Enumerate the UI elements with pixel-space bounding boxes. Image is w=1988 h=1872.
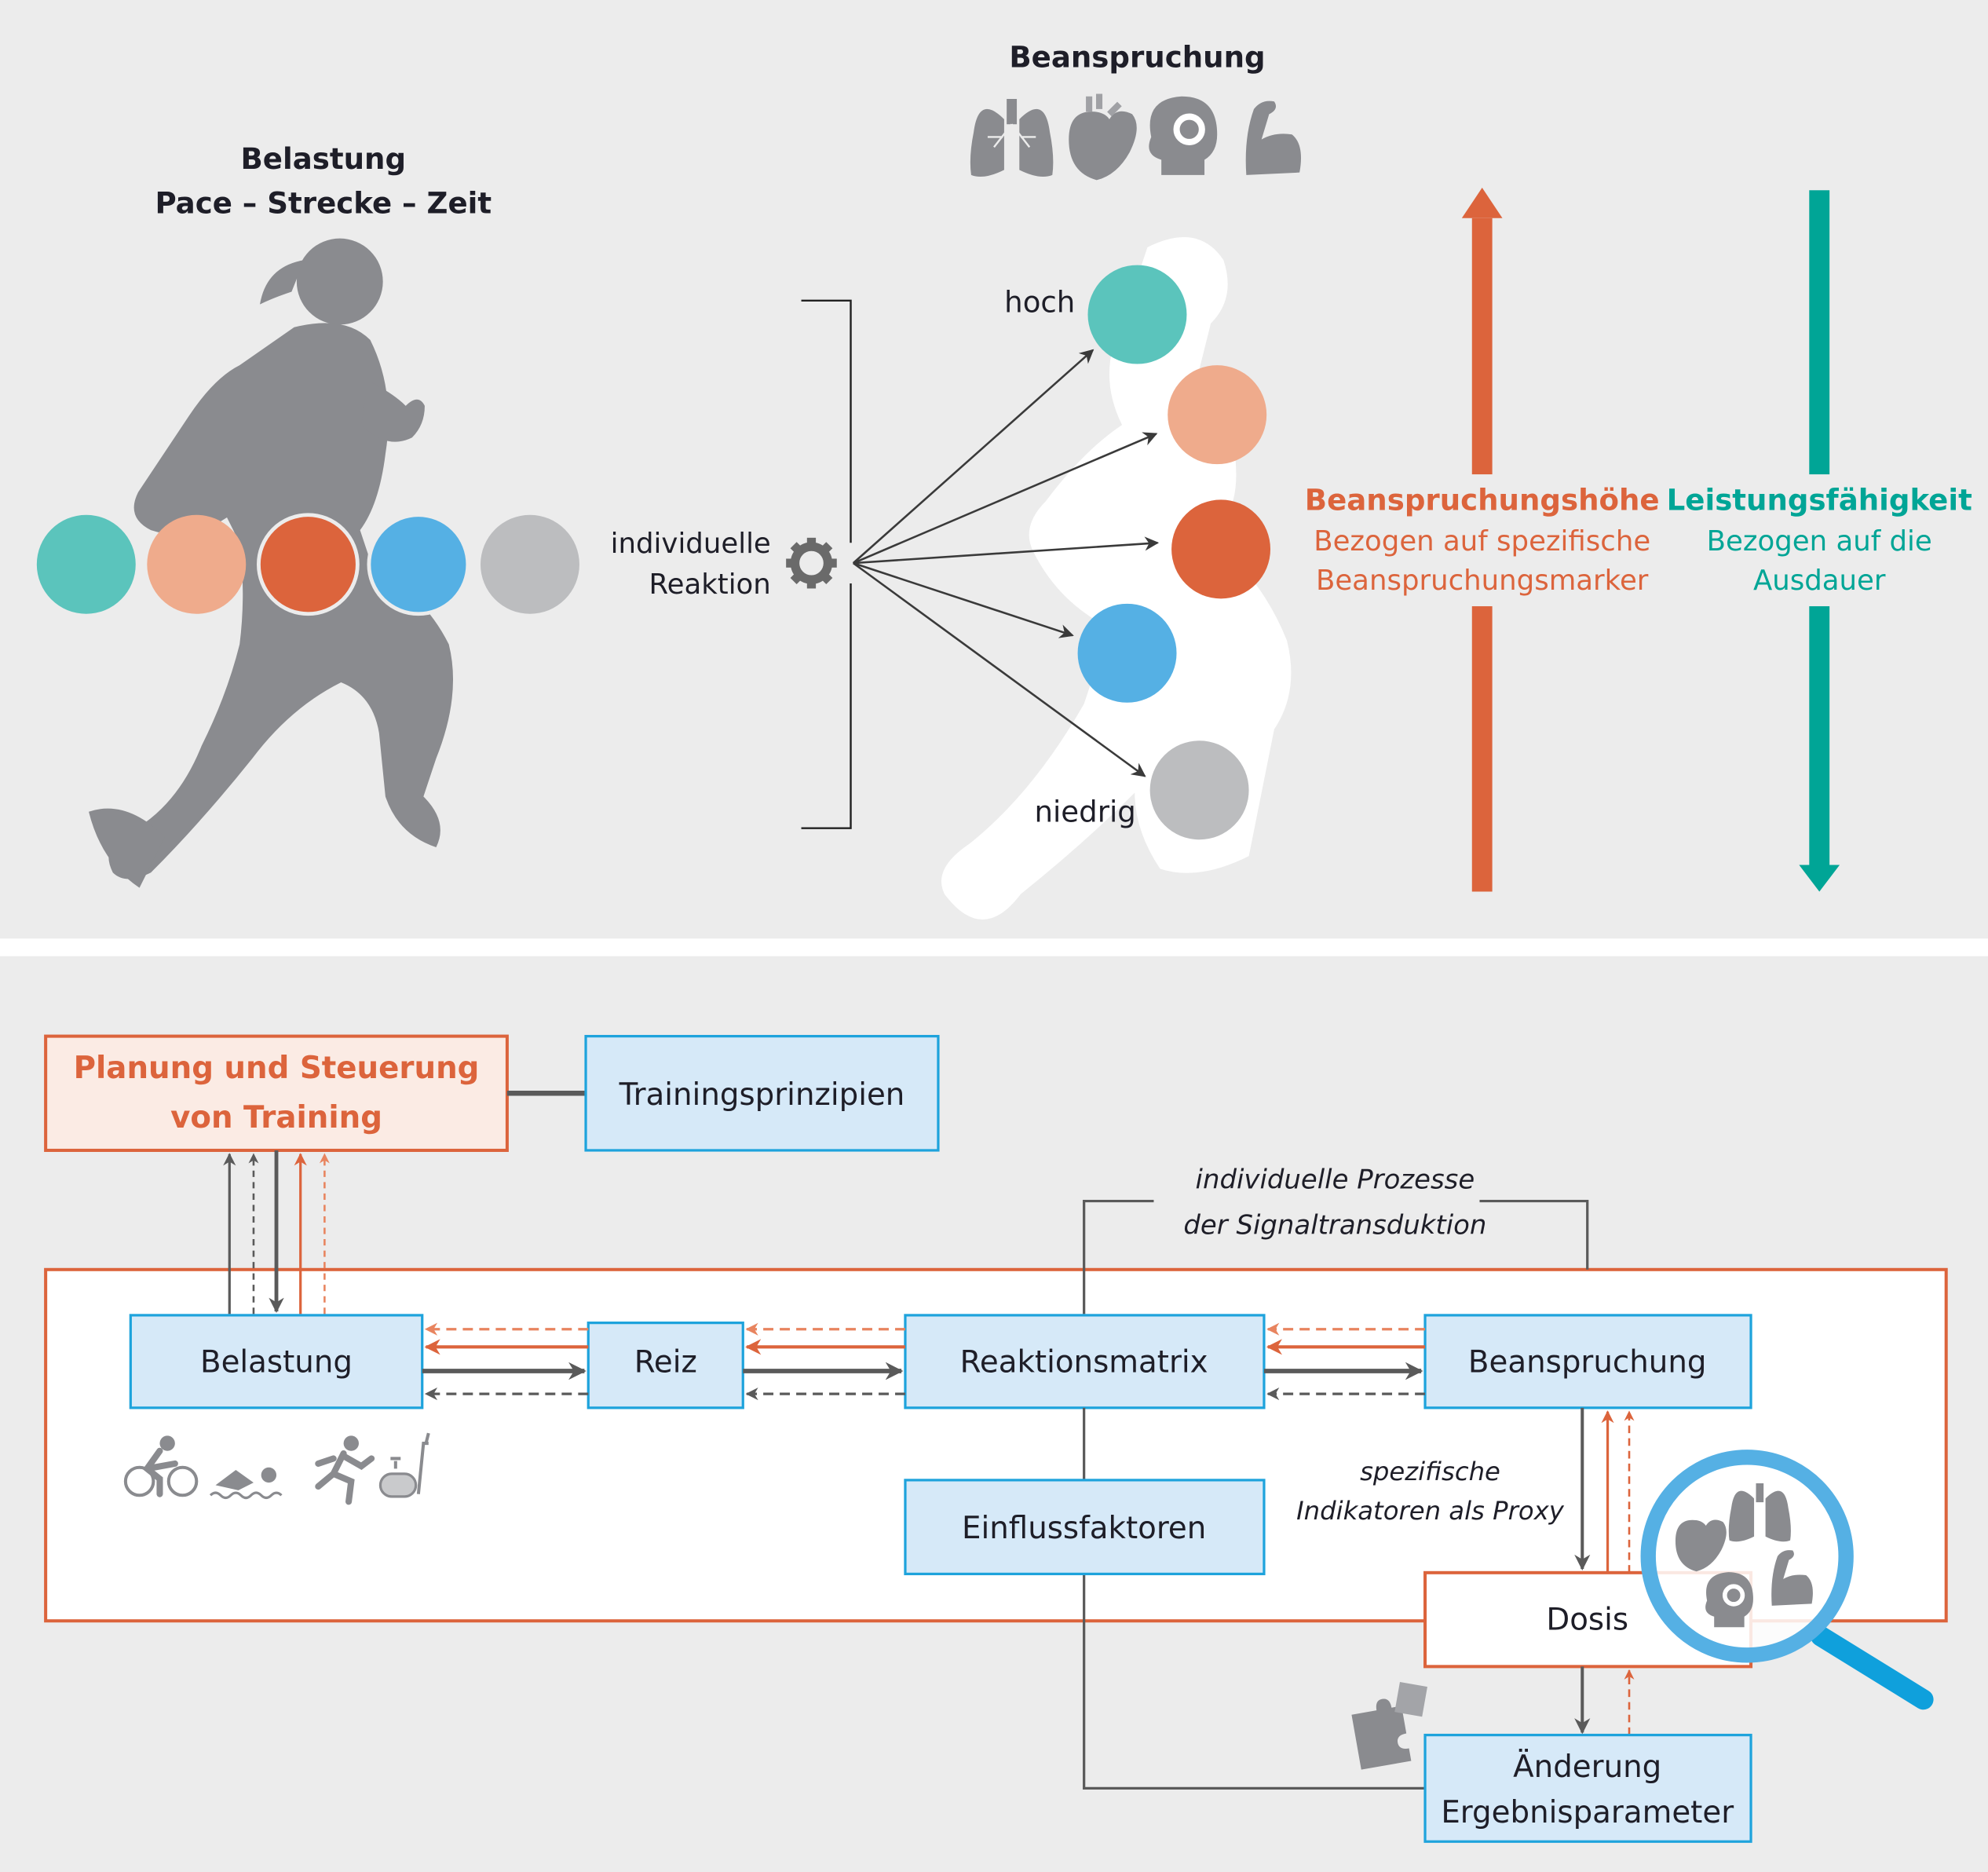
strain-circle-orange <box>1171 499 1271 599</box>
node-reaktionsmatrix[interactable] <box>904 1314 1266 1409</box>
arrow-to-lower-mid <box>853 561 1074 638</box>
load-circle-blue <box>367 513 470 616</box>
lungs-icon <box>970 98 1054 177</box>
node-reiz-label: Reiz <box>634 1345 697 1380</box>
strain-circle-blue <box>1077 603 1177 703</box>
swimming-icon <box>209 1467 283 1500</box>
load-subtitle: Pace – Strecke – Zeit <box>155 186 492 220</box>
performance-line2: Ausdauer <box>1753 565 1886 597</box>
heart-icon <box>1069 93 1137 181</box>
strain-title: Beanspruchung <box>1009 41 1265 75</box>
principles-label: Trainingsprinzipien <box>619 1077 905 1113</box>
planning-box[interactable] <box>44 1034 509 1152</box>
reaction-label-line1: individuelle <box>611 528 771 560</box>
strain-circle-peach <box>1168 365 1267 465</box>
reaction-fan-arrows <box>852 349 1160 777</box>
bracket <box>801 299 852 829</box>
head-gear-icon <box>1149 96 1218 175</box>
puzzle-icon <box>1351 1681 1427 1770</box>
node-reiz[interactable] <box>587 1322 744 1409</box>
influence-outcome-connector <box>1083 1574 1426 1790</box>
performance-title: Leistungsfähigkeit <box>1667 483 1972 517</box>
arrow-to-high <box>852 349 1094 565</box>
strain-circle-teal <box>1087 265 1187 364</box>
strain-height-line1: Bezogen auf spezifische <box>1314 525 1650 558</box>
magnifier-heart-icon <box>1675 1519 1727 1572</box>
signal-label-line2: der Signaltransduktion <box>1183 1210 1486 1241</box>
elliptical-trainer-icon <box>378 1432 430 1498</box>
horizontal-arrow-bundles <box>422 1322 1426 1401</box>
magnifier-icon <box>1640 1450 1934 1710</box>
reaction-label-line2: Reaktion <box>649 569 771 601</box>
node-aenderung[interactable] <box>1423 1733 1752 1843</box>
proxy-label-line2: Indikatoren als Proxy <box>1296 1496 1565 1526</box>
strain-height-title: Beanspruchungshöhe <box>1305 483 1660 517</box>
planning-line2: von Training <box>170 1100 382 1135</box>
node-einflussfaktoren[interactable] <box>904 1479 1266 1576</box>
load-circle-peach <box>147 514 247 614</box>
signal-label-line1: individuelle Prozesse <box>1196 1164 1475 1194</box>
proxy-label-line1: spezifische <box>1360 1457 1500 1486</box>
low-label: niedrig <box>1034 795 1135 829</box>
strain-height-line2: Beanspruchungsmarker <box>1316 565 1649 597</box>
magnifier-lungs-icon <box>1728 1483 1791 1542</box>
dose-outcome-arrows <box>1574 1666 1635 1735</box>
load-circle-teal <box>36 514 136 614</box>
node-belastung-label: Belastung <box>200 1345 353 1380</box>
high-label: hoch <box>1004 285 1075 319</box>
node-aenderung-line2: Ergebnisparameter <box>1441 1795 1734 1830</box>
node-beanspruchung-label: Beanspruchung <box>1468 1345 1707 1380</box>
muscle-arm-icon <box>1245 101 1302 175</box>
planning-belastung-arrows <box>223 1150 330 1314</box>
load-circle-gray <box>481 514 579 614</box>
load-circles <box>36 513 579 616</box>
magnifier-muscle-arm-icon <box>1771 1550 1813 1606</box>
arrow-to-low <box>852 562 1146 777</box>
node-einflussfaktoren-label: Einflussfaktoren <box>962 1511 1206 1546</box>
cycling-icon <box>123 1435 199 1497</box>
node-belastung[interactable] <box>129 1314 424 1409</box>
arrow-to-upper-mid <box>853 432 1158 565</box>
strain-circles <box>1077 265 1271 840</box>
running-icon <box>315 1435 375 1505</box>
principles-box[interactable] <box>584 1034 940 1152</box>
magnifier-head-gear-icon <box>1705 1572 1753 1628</box>
node-beanspruchung[interactable] <box>1423 1314 1752 1409</box>
arrow-to-mid <box>853 536 1160 565</box>
node-dosis-label: Dosis <box>1546 1602 1628 1637</box>
node-reaktionsmatrix-label: Reaktionsmatrix <box>960 1345 1208 1380</box>
strain-height-arrow-up <box>1461 188 1503 892</box>
performance-arrow-down <box>1799 190 1840 892</box>
planning-line1: Planung und Steuerung <box>74 1051 480 1086</box>
performance-line1: Bezogen auf die <box>1707 525 1932 558</box>
node-aenderung-line1: Änderung <box>1513 1749 1661 1785</box>
panel-separator <box>0 938 1988 956</box>
strain-dose-arrows <box>1574 1407 1635 1573</box>
signal-transduction-loop <box>1083 1199 1589 1314</box>
load-title: Belastung <box>241 142 407 176</box>
strain-circle-gray <box>1149 740 1249 840</box>
load-circle-orange <box>256 513 360 616</box>
